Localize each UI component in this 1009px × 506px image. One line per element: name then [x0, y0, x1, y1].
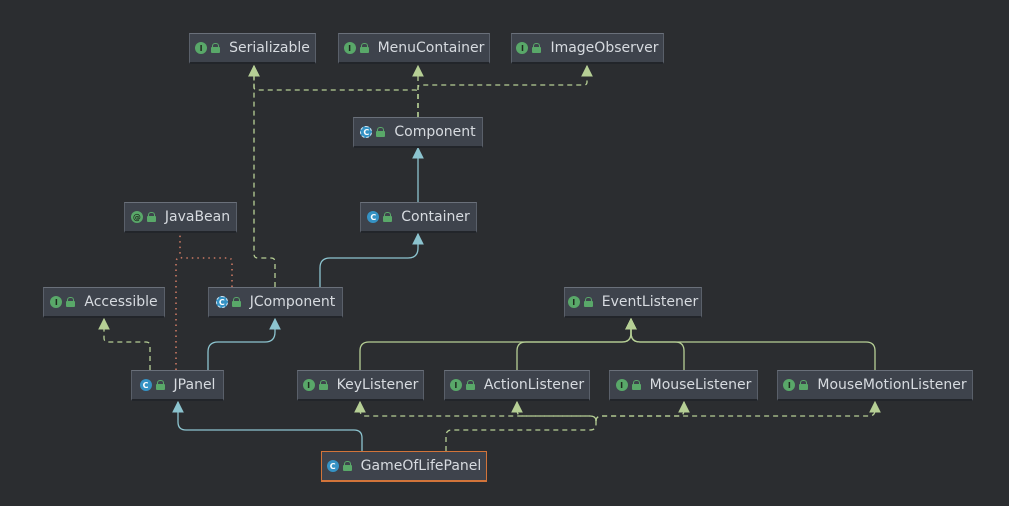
edge-keylistener-eventlistener [359, 317, 637, 370]
lock-icon [146, 212, 156, 222]
lock-icon [583, 297, 593, 307]
node-serializable[interactable]: I Serializable [189, 33, 316, 64]
node-label: JPanel [173, 377, 216, 393]
node-actionlistener[interactable]: I ActionListener [444, 370, 590, 401]
interface-icon: I [449, 379, 462, 391]
node-label: Container [401, 209, 470, 225]
edge-jpanel-accessible [98, 317, 151, 370]
node-label: Accessible [84, 294, 158, 310]
node-gameoflifepanel[interactable]: C GameOfLifePanel [321, 451, 487, 482]
node-label: MenuContainer [377, 40, 485, 56]
edge-component-imageobserver [417, 64, 593, 117]
node-label: ImageObserver [550, 40, 659, 56]
node-component[interactable]: C Component [353, 117, 483, 148]
node-javabean[interactable]: @ JavaBean [124, 202, 237, 233]
lock-icon [155, 380, 165, 390]
edge-gameoflifepanel-mousemotionlistener [595, 400, 881, 422]
lock-icon [465, 380, 475, 390]
node-jpanel[interactable]: C JPanel [131, 370, 224, 401]
node-label: GameOfLifePanel [360, 458, 482, 474]
lock-icon [342, 461, 352, 471]
node-label: Component [394, 124, 476, 140]
node-keylistener[interactable]: I KeyListener [297, 370, 424, 401]
interface-icon: I [567, 296, 580, 308]
interface-icon: I [783, 379, 796, 391]
lock-icon [318, 380, 328, 390]
node-container[interactable]: C Container [360, 202, 477, 233]
lock-icon [66, 297, 76, 307]
node-label: MouseListener [649, 377, 752, 393]
node-eventlistener[interactable]: I EventListener [564, 287, 702, 318]
edge-actionlistener-eventlistener [516, 317, 637, 370]
abstract-class-icon: C [360, 126, 373, 138]
lock-icon [631, 380, 641, 390]
node-mousemotionlistener[interactable]: I MouseMotionListener [777, 370, 973, 401]
annotation-icon: @ [130, 211, 143, 223]
edge-jpanel-javabean [175, 257, 181, 370]
edge-gameoflifepanel-actionlistener [511, 400, 597, 422]
lock-icon [799, 380, 809, 390]
edge-gameoflifepanel-jpanel [172, 400, 363, 451]
node-label: MouseMotionListener [817, 377, 967, 393]
edge-jpanel-jcomponent [207, 317, 281, 370]
node-imageobserver[interactable]: I ImageObserver [511, 33, 664, 64]
edge-gameoflifepanel-mouselistener [595, 400, 690, 422]
interface-icon: I [302, 379, 315, 391]
class-icon: C [367, 211, 380, 223]
interface-icon: I [615, 379, 628, 391]
node-jcomponent[interactable]: C JComponent [208, 287, 343, 318]
node-label: JComponent [249, 294, 336, 310]
interface-icon: I [343, 42, 356, 54]
edge-mousemotionlistener-eventlistener [625, 317, 876, 370]
lock-icon [211, 43, 221, 53]
node-label: EventListener [601, 294, 699, 310]
node-mouselistener[interactable]: I MouseListener [609, 370, 758, 401]
node-label: ActionListener [483, 377, 585, 393]
lock-icon [383, 212, 393, 222]
lock-icon [359, 43, 369, 53]
edge-jcomponent-container [319, 232, 424, 287]
lock-icon [376, 127, 386, 137]
node-menucontainer[interactable]: I MenuContainer [338, 33, 490, 64]
lock-icon [231, 297, 241, 307]
edge-jcomponent-javabean [179, 233, 233, 287]
interface-icon: I [516, 42, 529, 54]
interface-icon: I [195, 42, 208, 54]
edge-gameoflifepanel-keylistener [354, 400, 597, 451]
class-icon: C [139, 379, 152, 391]
node-accessible[interactable]: I Accessible [43, 287, 165, 318]
node-label: KeyListener [336, 377, 419, 393]
abstract-class-icon: C [215, 296, 228, 308]
edge-component-serializable [248, 64, 419, 117]
interface-icon: I [50, 296, 63, 308]
edge-mouselistener-eventlistener [625, 317, 685, 370]
edge-jcomponent-serializable [248, 64, 276, 287]
node-label: Serializable [229, 40, 310, 56]
class-icon: C [326, 460, 339, 472]
lock-icon [532, 43, 542, 53]
node-label: JavaBean [164, 209, 231, 225]
